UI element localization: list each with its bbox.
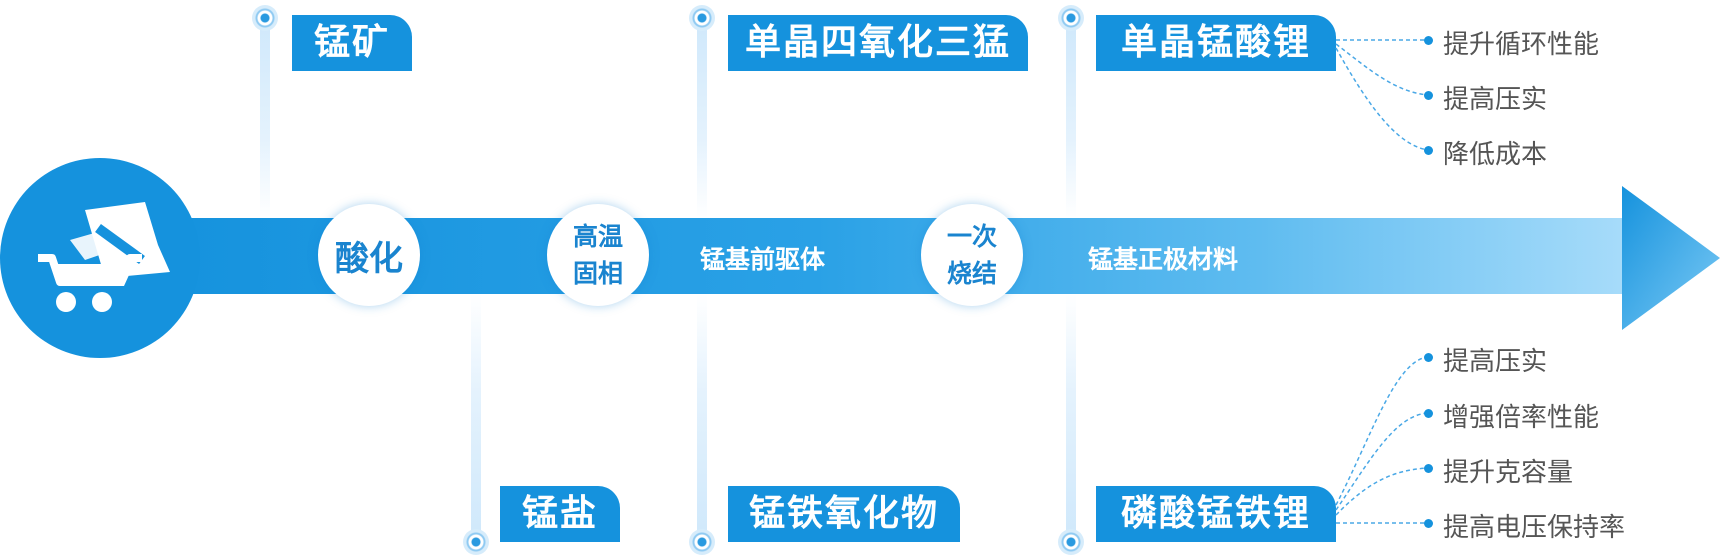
step-primary-sintering: 一次 烧结 <box>921 204 1023 306</box>
connector-lmfp <box>1066 294 1076 542</box>
step-label-line1: 高温 <box>572 222 623 251</box>
connector-salt <box>471 294 481 542</box>
node-dot <box>1058 5 1084 31</box>
node-dot <box>689 529 715 555</box>
benefit-dot <box>1424 36 1433 45</box>
step-acidification: 酸化 <box>318 204 420 306</box>
step-high-temp-solid-phase: 高温 固相 <box>547 204 649 306</box>
node-dot <box>689 5 715 31</box>
lmo-benefit-item: 提升循环性能 <box>1443 30 1600 60</box>
lmo-benefit-item: 降低成本 <box>1443 140 1548 170</box>
benefit-dot <box>1424 464 1433 473</box>
tag-manganese-ore: 锰矿 <box>292 15 412 71</box>
node-dot <box>1058 529 1084 555</box>
step-label-line2: 烧结 <box>946 259 997 288</box>
lmfp-benefit-item: 增强倍率性能 <box>1443 403 1600 433</box>
connector-mn3o4 <box>697 18 707 218</box>
tag-manganese-salt: 锰盐 <box>500 486 620 542</box>
connector-mn-fe-oxide <box>697 294 707 542</box>
node-dot <box>252 5 278 31</box>
tag-lmfp: 磷酸锰铁锂 <box>1096 486 1336 542</box>
tag-single-crystal-lmo: 单晶锰酸锂 <box>1096 15 1336 71</box>
step-label-line2: 固相 <box>572 259 623 288</box>
label-mn-cathode: 锰基正极材料 <box>1088 245 1239 274</box>
step-label-line1: 一次 <box>946 222 997 251</box>
lmfp-benefit-item: 提升克容量 <box>1443 458 1574 488</box>
lmfp-benefit-item: 提高电压保持率 <box>1443 513 1626 543</box>
label-mn-precursor: 锰基前驱体 <box>700 245 826 274</box>
lmfp-benefit-item: 提高压实 <box>1443 347 1548 377</box>
benefit-dot <box>1424 91 1433 100</box>
benefit-dot <box>1424 353 1433 362</box>
benefit-dot <box>1424 409 1433 418</box>
tag-single-crystal-mn3o4: 单晶四氧化三猛 <box>728 15 1028 71</box>
connector-ore <box>260 18 270 218</box>
step-label: 酸化 <box>335 238 403 279</box>
node-dot <box>463 529 489 555</box>
connector-lmo <box>1066 18 1076 218</box>
benefit-dot <box>1424 519 1433 528</box>
mine-cart-icon <box>38 202 170 312</box>
benefit-dot <box>1424 146 1433 155</box>
lmo-benefit-item: 提高压实 <box>1443 85 1548 115</box>
tag-mn-fe-oxide: 锰铁氧化物 <box>728 486 960 542</box>
